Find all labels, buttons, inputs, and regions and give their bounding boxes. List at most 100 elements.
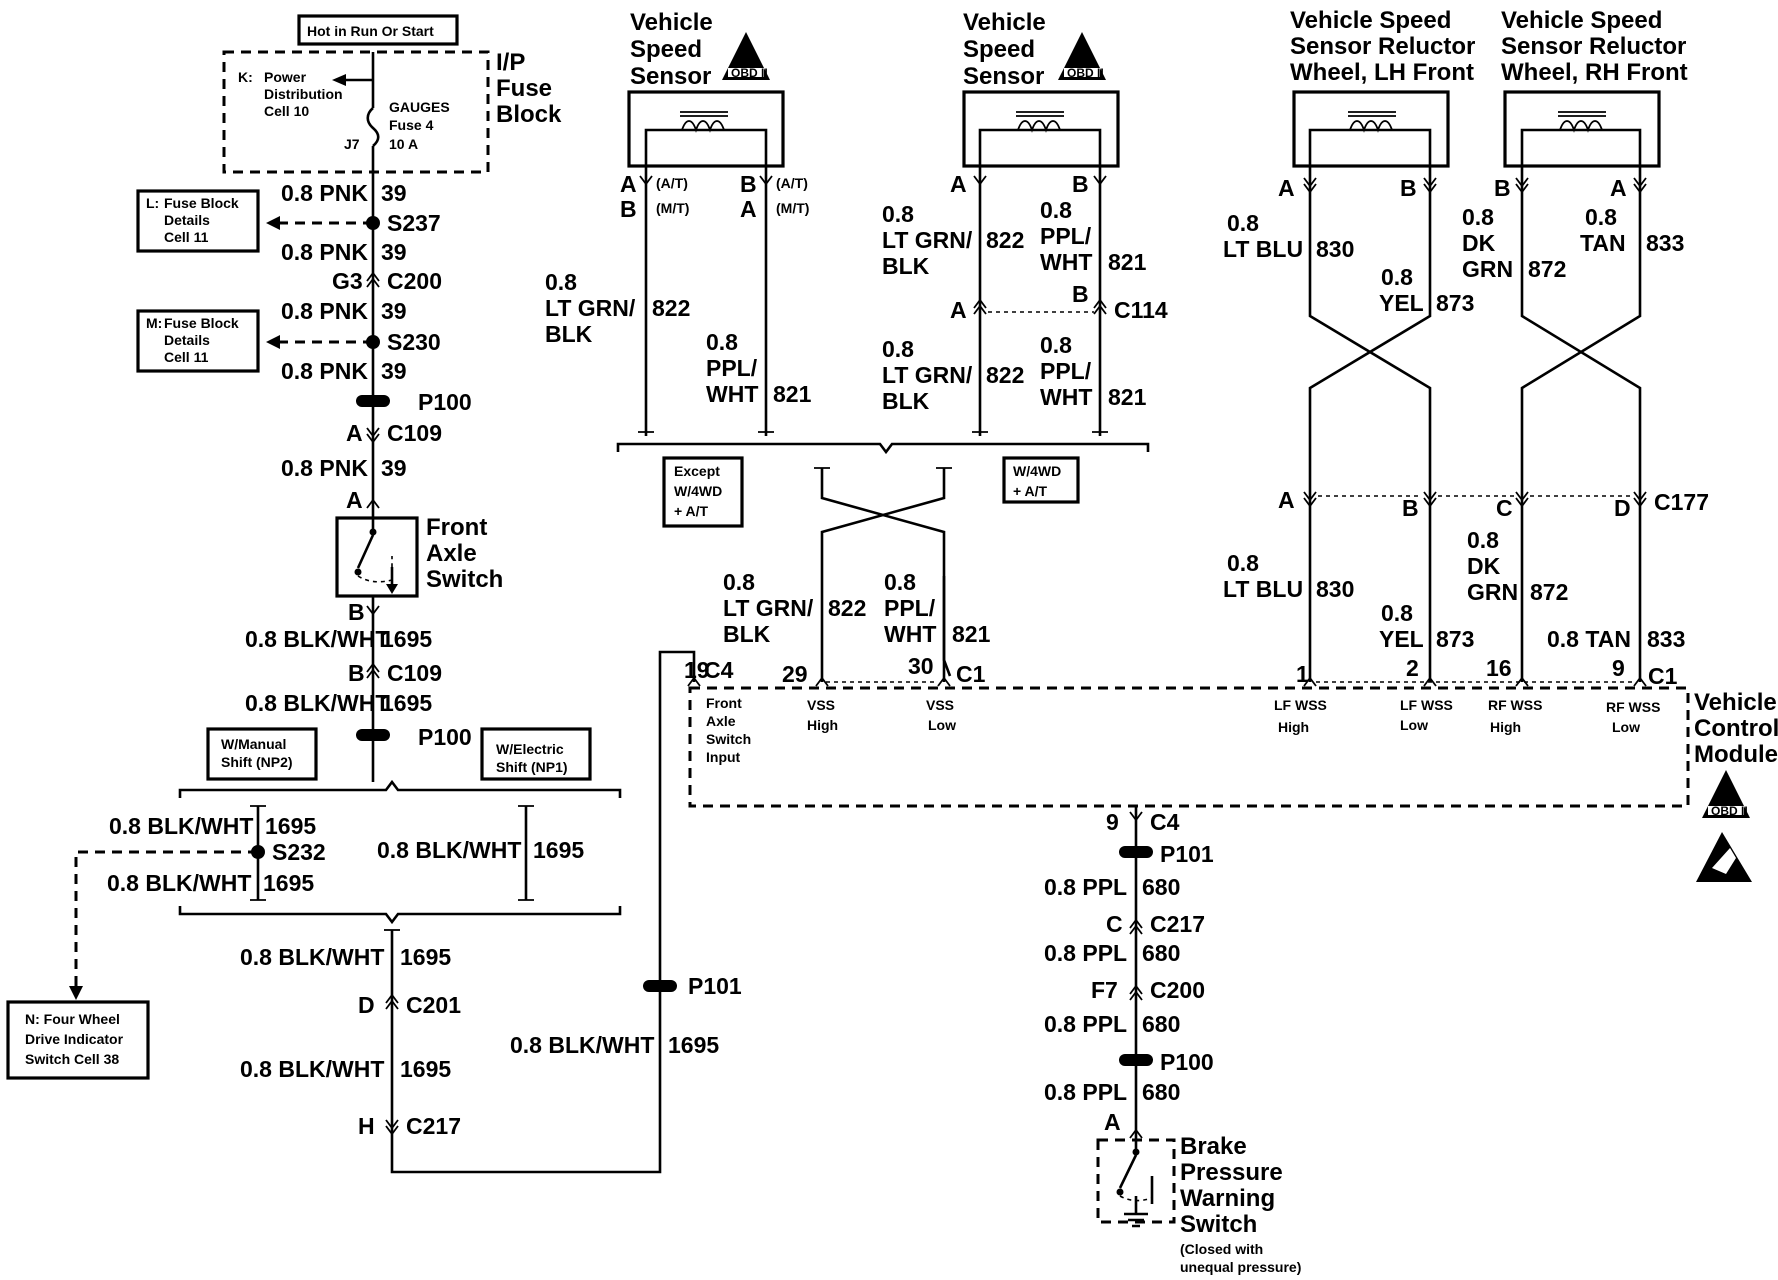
vss-m-ppl-1: 0.8 xyxy=(884,569,916,595)
vss-2-title-1: Vehicle xyxy=(963,9,1046,36)
pdc-label-2: Distribution xyxy=(264,86,343,102)
brake-680-4: 680 xyxy=(1142,1079,1180,1105)
w4wd-line-2: + A/T xyxy=(1013,483,1048,499)
wss-yel-1: 0.8 xyxy=(1381,264,1413,290)
vss-grn-merged xyxy=(820,468,946,682)
wss-lh-title-3: Wheel, LH Front xyxy=(1290,59,1474,86)
c177-pin-a: A xyxy=(1278,487,1295,513)
electric-shift-line-2: Shift (NP1) xyxy=(496,759,568,775)
c217-connector xyxy=(385,1119,399,1136)
vss-2-coil-frame xyxy=(978,128,1102,166)
vss-1-obd-label: OBD II xyxy=(731,66,768,80)
vss-1-ppl-1: 0.8 xyxy=(706,329,738,355)
front-axle-switch-box xyxy=(335,516,419,598)
brake-p101: P101 xyxy=(1160,841,1214,867)
vcm-lfl-1: LF WSS xyxy=(1400,697,1453,713)
vcm-c1-a: C1 xyxy=(956,661,986,687)
vss-1-coil xyxy=(681,120,725,133)
c177-pin-b: B xyxy=(1402,495,1419,521)
vss-section: Vehicle Speed Sensor OBD II A (A/T) B (M… xyxy=(545,9,1168,682)
wss-lh-pin-a-mark xyxy=(1303,177,1317,194)
fuse-amp: 10 A xyxy=(389,136,418,152)
vss-2-pin-b-mark xyxy=(1093,175,1107,186)
vss-2-coil xyxy=(1017,120,1061,133)
vcm-c1-b: C1 xyxy=(1648,663,1678,689)
brake-c217: C217 xyxy=(1150,911,1205,937)
brake-switch-title-4: Switch xyxy=(1180,1211,1257,1238)
fuse-symbol xyxy=(366,107,380,147)
wss-grn-2: DK xyxy=(1462,230,1496,256)
vss-m-ppl-3: WHT xyxy=(884,621,936,647)
wss-rh-coil xyxy=(1559,120,1603,133)
vcm-lfh-1: LF WSS xyxy=(1274,697,1327,713)
p101-label-left: P101 xyxy=(688,973,742,999)
circuit-39-4: 39 xyxy=(381,358,407,384)
vcm-pin-30-mark xyxy=(937,676,951,687)
vcm-fa-2: Axle xyxy=(706,713,736,729)
switch-plunger-arrow xyxy=(386,584,398,594)
wss-grn-8: 872 xyxy=(1530,579,1568,605)
switch-pin-a: A xyxy=(346,487,363,513)
wss-rh-core xyxy=(1558,111,1606,117)
vcm-title-2: Control xyxy=(1694,715,1778,742)
vss-1-ppl-2: PPL/ xyxy=(706,355,758,381)
vcm-vssh-1: VSS xyxy=(807,697,835,713)
c177-pin-c: C xyxy=(1496,495,1513,521)
fuse-block-title-1: I/P xyxy=(496,49,525,76)
wss-grn-6: DK xyxy=(1467,553,1501,579)
vss-1-mt2: (M/T) xyxy=(776,200,809,216)
ground-icon xyxy=(1124,1212,1148,1228)
brake-680-1: 680 xyxy=(1142,874,1180,900)
c201-connector xyxy=(385,993,399,1010)
vcm-c4: C4 xyxy=(704,657,734,683)
vcm-outline xyxy=(688,686,1690,808)
vcm-pin-1-mark xyxy=(1303,676,1317,687)
vss-1-pin-b: B xyxy=(620,196,637,222)
vss-2-pin-a: A xyxy=(950,171,967,197)
vss-2-grn-3: BLK xyxy=(882,253,930,279)
vcm-pin-29: 29 xyxy=(782,661,808,687)
switch-contact-top xyxy=(369,528,377,536)
brake-680-2: 680 xyxy=(1142,940,1180,966)
m-ref-arrow xyxy=(266,335,280,349)
option-bracket-top xyxy=(178,779,622,798)
vss-1-grn-3: BLK xyxy=(545,321,593,347)
vss-1-at2: (A/T) xyxy=(776,175,808,191)
s237-label: S237 xyxy=(387,210,441,236)
switch-blade xyxy=(356,534,375,569)
vss-2-ppl-4: 821 xyxy=(1108,249,1147,275)
n-ref-dashed xyxy=(74,850,258,988)
wss-rh-coil-frame xyxy=(1520,128,1642,166)
vss-2-grn-6: LT GRN/ xyxy=(882,362,973,388)
wss-yel-3: 873 xyxy=(1436,290,1474,316)
pnk-label-2: 0.8 PNK xyxy=(281,239,368,265)
c114-connector-a xyxy=(973,298,987,315)
front-axle-switch-title-3: Switch xyxy=(426,566,503,593)
circuit-1695-2: 1695 xyxy=(381,690,432,716)
brake-c4: C4 xyxy=(1150,809,1180,835)
c109-pin-a: A xyxy=(346,420,363,446)
wss-rh-pin-a: A xyxy=(1610,175,1627,201)
brake-p100: P100 xyxy=(1160,1049,1214,1075)
vcm-pin-16: 16 xyxy=(1486,655,1512,681)
circuit-39-1: 39 xyxy=(381,180,407,206)
vcm-lfh-2: High xyxy=(1278,719,1309,735)
brake-c200-connector xyxy=(1129,984,1143,1001)
wss-lh-core xyxy=(1348,111,1396,117)
switch-contact-bottom xyxy=(354,568,362,576)
circuit-1695-6: 1695 xyxy=(400,944,451,970)
vss-2-core xyxy=(1016,111,1064,117)
splice-s237 xyxy=(366,216,380,230)
wss-blu-3: 830 xyxy=(1316,236,1354,262)
s230-label: S230 xyxy=(387,329,441,355)
wss-grn-7: GRN xyxy=(1467,579,1518,605)
m-ref-line-3: Cell 11 xyxy=(164,349,209,365)
vss-1-coil-frame xyxy=(644,128,768,166)
vcm-rfh-2: High xyxy=(1490,719,1521,735)
brake-switch-title-1: Brake xyxy=(1180,1133,1247,1160)
vcm-pin-29-mark xyxy=(815,676,829,687)
pnk-label-4: 0.8 PNK xyxy=(281,358,368,384)
vcm-obd-bg xyxy=(1708,806,1744,815)
c201-pin-d: D xyxy=(358,992,375,1018)
